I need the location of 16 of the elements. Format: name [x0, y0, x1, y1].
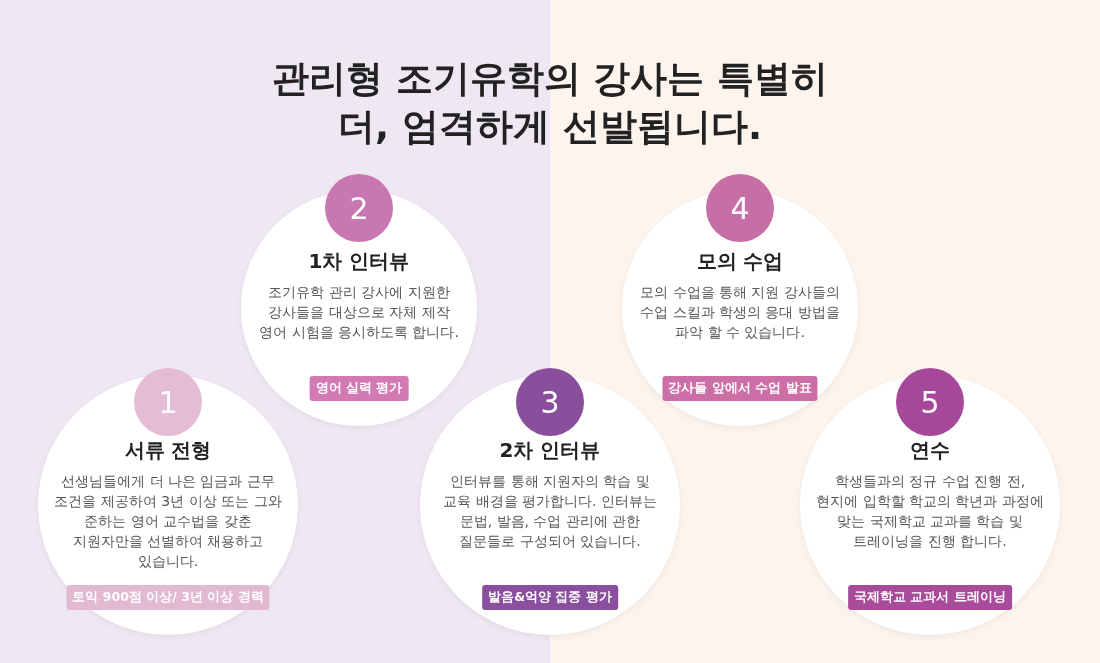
- step-heading: 연수: [909, 437, 951, 464]
- tag-label: 영어 실력 평가: [309, 376, 409, 401]
- step-description: 모의 수업을 통해 지원 강사들의 수업 스킬과 학생의 응대 방법을 파악 할 수 있습니다.: [639, 283, 841, 342]
- step-description: 인터뷰를 통해 지원자의 학습 및 교육 배경을 평가합니다. 인터뷰는 문법, 발음, 수업 관리에 관한 질문들로 구성되어 있습니다.: [442, 472, 658, 551]
- step-description: 조기유학 관리 강사에 지원한 강사들을 대상으로 자체 제작 영어 시험을 응시하도록 합니다.: [258, 283, 460, 342]
- step-description: 학생들과의 정규 수업 진행 전, 현지에 입학할 학교의 학년과 과정에 맞는 국제학교 교과를 학습 및 트레이닝을 진행 합니다.: [815, 472, 1045, 551]
- step-description: 선생님들에게 더 나은 임금과 근무 조건을 제공하여 3년 이상 또는 그와 준하는 영어 교수법을 갖춘 지원자만을 선별하여 채용하고 있습니다.: [53, 472, 283, 571]
- step-heading: 1차 인터뷰: [307, 248, 411, 275]
- tag-label: 토익 900점 이상/ 3년 이상 경력: [66, 585, 270, 610]
- step-heading: 2차 인터뷰: [498, 437, 602, 464]
- tag-label: 국제학교 교과서 트레이닝: [848, 585, 1012, 610]
- step-heading: 모의 수업: [695, 248, 785, 275]
- tag-label: 강사들 앞에서 수업 발표: [662, 376, 818, 401]
- tag-label: 발음&억양 집중 평가: [482, 585, 618, 610]
- title: 관리형 조기유학의 강사는 특별히 더, 엄격하게 선발됩니다.: [270, 56, 830, 150]
- step-heading: 서류 전형: [123, 437, 213, 464]
